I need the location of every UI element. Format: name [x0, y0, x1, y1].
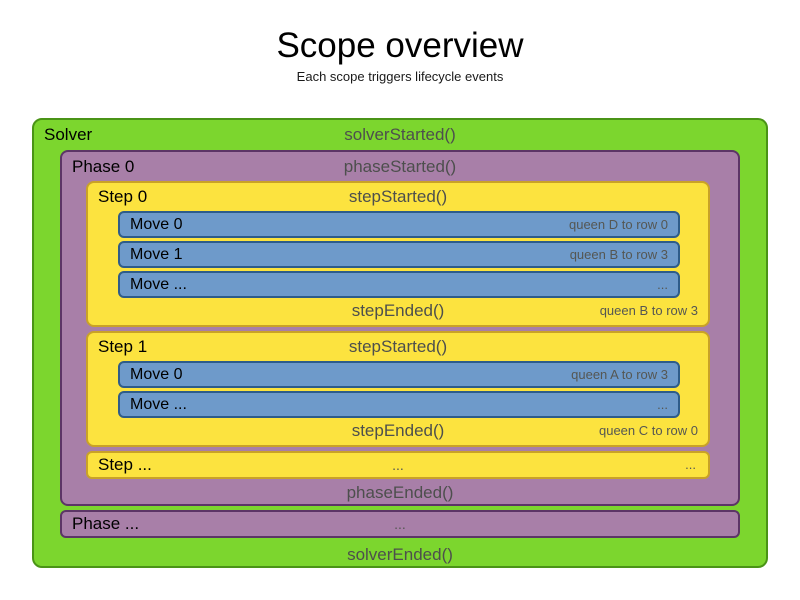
step-more-center-dots: ...	[392, 457, 404, 473]
move-label: Move ...	[130, 395, 187, 413]
step-1-ended-row: stepEnded() queen C to row 0	[88, 417, 708, 445]
solver-header: Solver solverStarted()	[34, 122, 766, 148]
move-note: queen B to row 3	[569, 247, 668, 262]
step-0-header: Step 0 stepStarted()	[88, 184, 708, 210]
step-more-right-dots: ...	[685, 457, 696, 472]
phase-more-label: Phase ...	[72, 514, 140, 533]
phase-more-row: Phase ... ...	[62, 512, 738, 536]
solver-started-event: solverStarted()	[344, 125, 456, 144]
move-note: queen A to row 3	[571, 367, 668, 382]
move-note: ...	[657, 397, 668, 412]
move-note: ...	[657, 277, 668, 292]
move-label: Move 0	[130, 365, 183, 383]
step-0-ended-note: queen B to row 3	[599, 303, 698, 318]
step-more-scope-box: Step ... ... ...	[86, 451, 710, 479]
step-0-started-event: stepStarted()	[348, 187, 448, 206]
phase-0-header: Phase 0 phaseStarted()	[62, 154, 738, 180]
solver-ended-event: solverEnded()	[347, 545, 453, 564]
phase-0-scope-box: Phase 0 phaseStarted() Step 0 stepStarte…	[60, 150, 740, 506]
step-1-ended-event: stepEnded()	[351, 421, 445, 440]
move-row: Move ... ...	[118, 391, 680, 418]
step-0-ended-event: stepEnded()	[351, 301, 445, 320]
step-0-label: Step 0	[98, 187, 148, 206]
step-1-ended-note: queen C to row 0	[598, 423, 698, 438]
move-row: Move 1 queen B to row 3	[118, 241, 680, 268]
solver-ended-row: solverEnded()	[34, 543, 766, 567]
phase-ended-row: phaseEnded()	[62, 481, 738, 505]
move-label: Move ...	[130, 275, 187, 293]
solver-scope-box: Solver solverStarted() Phase 0 phaseStar…	[32, 118, 768, 568]
move-row: Move 0 queen D to row 0	[118, 211, 680, 238]
move-label: Move 1	[130, 245, 183, 263]
phase-0-label: Phase 0	[72, 157, 135, 176]
move-row: Move 0 queen A to row 3	[118, 361, 680, 388]
step-1-started-event: stepStarted()	[348, 337, 448, 356]
phase-more-scope-box: Phase ... ...	[60, 510, 740, 538]
step-1-header: Step 1 stepStarted()	[88, 334, 708, 360]
step-1-label: Step 1	[98, 337, 148, 356]
step-more-label: Step ...	[98, 455, 152, 474]
page-title: Scope overview	[276, 26, 524, 65]
phase-ended-event: phaseEnded()	[346, 483, 454, 502]
solver-label: Solver	[44, 125, 93, 144]
move-label: Move 0	[130, 215, 183, 233]
move-note: queen D to row 0	[568, 217, 668, 232]
step-0-scope-box: Step 0 stepStarted() Move 0 queen D to r…	[86, 181, 710, 327]
page-subtitle: Each scope triggers lifecycle events	[296, 69, 504, 84]
phase-started-event: phaseStarted()	[343, 157, 457, 176]
step-more-row: Step ... ... ...	[88, 453, 708, 477]
move-row: Move ... ...	[118, 271, 680, 298]
step-1-scope-box: Step 1 stepStarted() Move 0 queen A to r…	[86, 331, 710, 447]
phase-more-center-dots: ...	[394, 516, 406, 532]
step-0-ended-row: stepEnded() queen B to row 3	[88, 297, 708, 325]
